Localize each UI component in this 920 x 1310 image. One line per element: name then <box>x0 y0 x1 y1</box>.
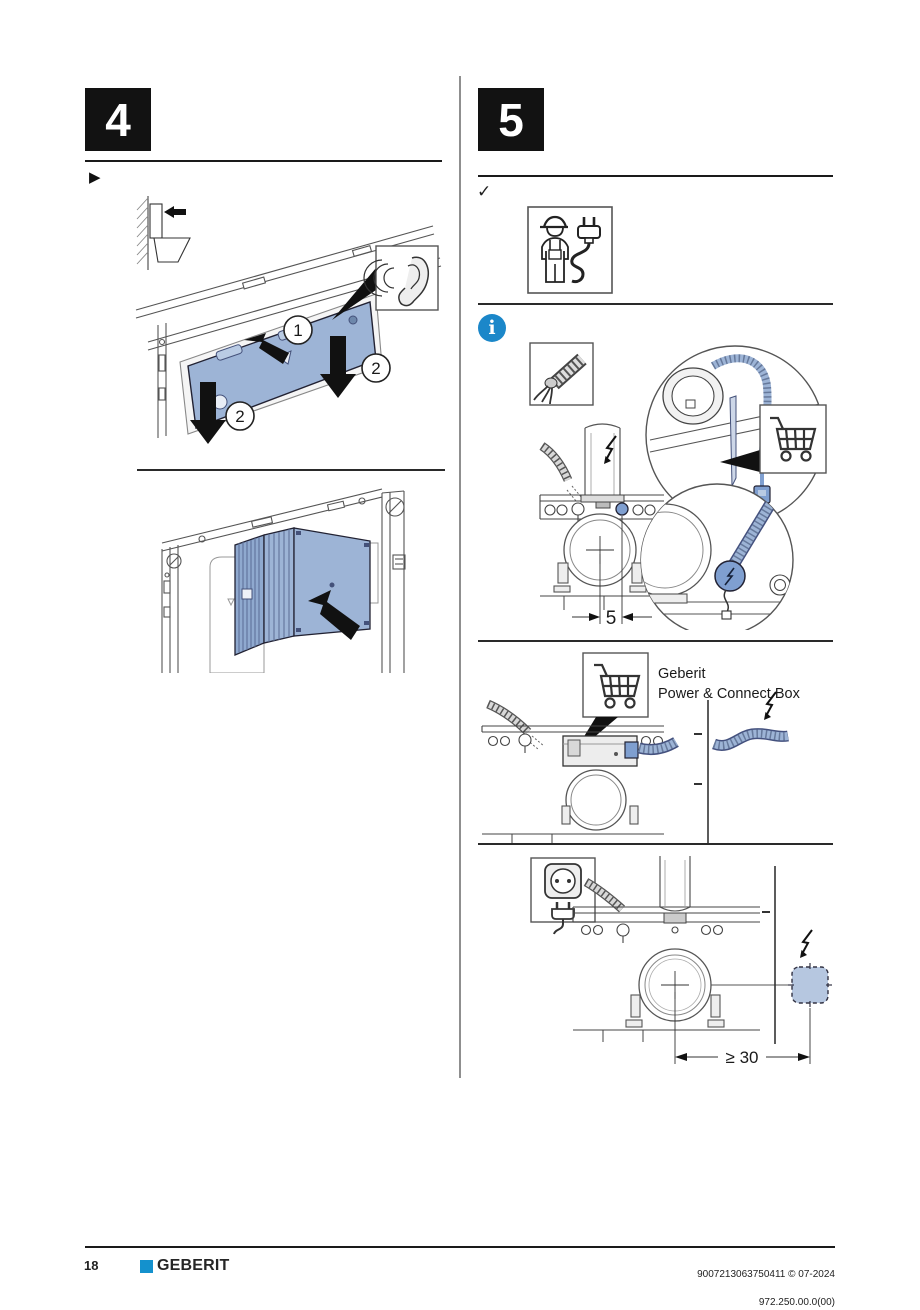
footer-doc-reference: 9007213063750411 © 07-2024 972.250.00.0(… <box>560 1254 835 1310</box>
geberit-logo-wordmark: GEBERIT <box>157 1257 230 1274</box>
installation-frame <box>161 488 406 673</box>
step-4-rule <box>85 160 442 162</box>
connect-box-label-line1: Geberit <box>658 666 706 682</box>
step-4-header: 4 <box>85 88 151 151</box>
protection-plate <box>187 301 377 429</box>
step4-bullet-icon: ▶ <box>89 169 101 186</box>
shopping-cart-icon <box>759 404 827 474</box>
frame-cross-section <box>539 423 664 610</box>
step-5-header: 5 <box>478 88 544 151</box>
wall-conduit-detail <box>694 691 789 844</box>
geberit-logo-square-icon <box>140 1259 153 1273</box>
figure-divider <box>478 640 833 642</box>
step-5-rule <box>478 175 833 177</box>
conduit-cable-icon <box>529 342 594 406</box>
info-icon: i <box>478 314 506 342</box>
figure-divider <box>478 843 833 845</box>
insert-arrow-icon <box>244 333 289 364</box>
svg-text:2: 2 <box>371 359 380 378</box>
frame-cross-section <box>572 856 792 1042</box>
push-left-arrow-icon <box>164 206 186 218</box>
figure-remove-protection-plate: 1 2 2 <box>135 196 442 444</box>
power-plug-icon <box>570 217 601 284</box>
footer-page-number: 18 <box>84 1258 99 1273</box>
connect-box-label-line2: Power & Connect Box <box>658 686 801 702</box>
qualification-pictogram <box>527 206 613 294</box>
svg-text:≥ 30: ≥ 30 <box>726 1048 759 1067</box>
socket-zone-box <box>791 966 829 1004</box>
step-4-number: 4 <box>105 93 131 146</box>
svg-text:1: 1 <box>293 321 302 340</box>
magnifier-cable-tie <box>645 345 827 525</box>
magnifier-conduit-cap <box>640 483 794 630</box>
power-socket-icon <box>530 857 596 935</box>
protection-box <box>234 527 371 656</box>
dimension-5: 5 <box>572 516 652 629</box>
figure-socket-position: ≥ 30 <box>530 856 832 1067</box>
frame-cross-section <box>481 699 679 845</box>
conduit-grommet <box>615 502 629 516</box>
svg-text:2: 2 <box>235 407 244 426</box>
callout-circle-2b: 2 <box>225 401 255 431</box>
figure-power-connect-box: Geberit Power & Connect Box <box>481 652 801 845</box>
info-divider <box>478 303 833 305</box>
figure-divider <box>137 469 445 471</box>
shopping-cart-icon <box>582 652 649 718</box>
pull-down-arrow-icon <box>320 336 356 398</box>
svg-text:5: 5 <box>606 608 617 629</box>
doc-reference: 9007213063750411 © 07-2024 <box>697 1269 835 1280</box>
wall-and-socket-zone <box>762 866 832 1044</box>
footer-rule <box>85 1246 835 1248</box>
figure-insert-protection-box <box>161 488 406 673</box>
wall-mount-detail <box>136 196 191 270</box>
callout-circle-2: 2 <box>361 353 391 383</box>
insert-arrow-icon <box>308 590 360 640</box>
lightning-icon <box>799 929 813 959</box>
dimension-30: ≥ 30 <box>674 992 811 1067</box>
column-divider <box>459 76 461 1078</box>
checkmark-icon: ✓ <box>477 182 492 201</box>
geberit-logo: GEBERIT <box>140 1257 230 1275</box>
figure-cable-routing: 5 <box>529 342 827 630</box>
electrician-icon <box>540 215 569 283</box>
callout-circle-1: 1 <box>283 315 313 345</box>
step-5-number: 5 <box>498 93 524 146</box>
pull-down-arrow-icon <box>190 382 226 444</box>
ear-listen-icon <box>332 245 439 320</box>
doc-code: 972.250.00.0(00) <box>758 1297 835 1308</box>
